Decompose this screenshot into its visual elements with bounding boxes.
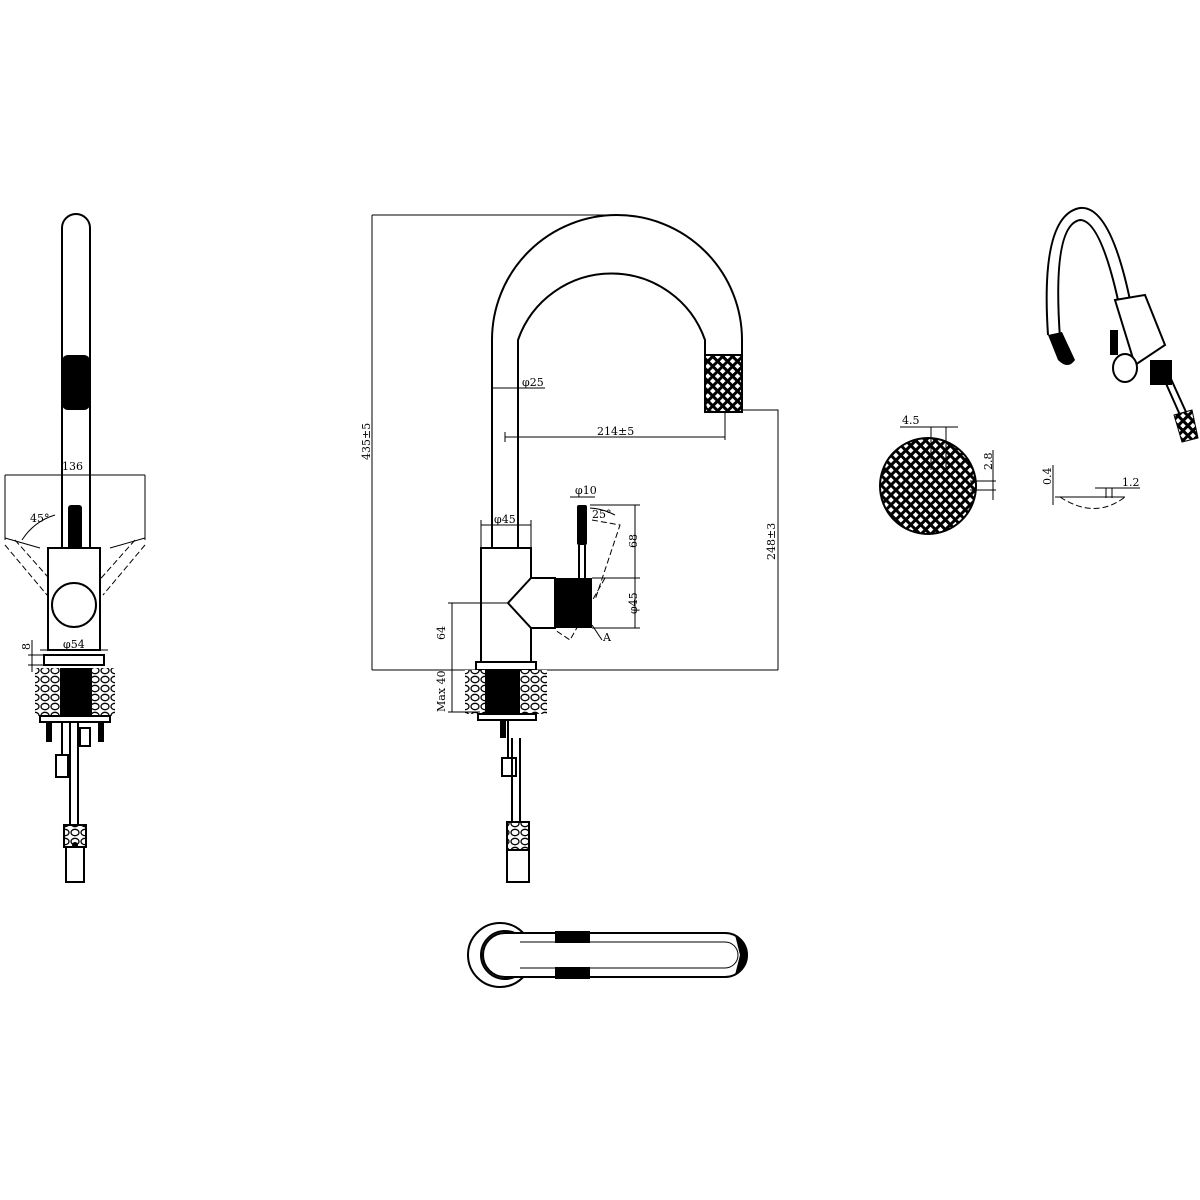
detail-a-callout: A (602, 631, 612, 644)
shank (60, 668, 92, 716)
detail-a: 4.5 2.8 0.4 1.2 (879, 414, 1140, 535)
dim-spout-dia: φ25 (522, 376, 544, 389)
dim-outlet-height: 248±3 (765, 523, 778, 560)
dim-plate: 8 (20, 643, 33, 650)
dim-height: 435±5 (360, 423, 373, 460)
handle-circle (51, 582, 97, 628)
shank (485, 670, 520, 714)
spout-front (491, 214, 743, 548)
branch (506, 577, 556, 629)
dim-max-counter: Max 40 (435, 670, 448, 712)
dim-branch-height: 64 (435, 626, 448, 640)
dim-base-dia: φ54 (63, 638, 85, 651)
dim-row: 2.8 (982, 453, 995, 471)
knurled-band (62, 355, 90, 410)
lever-side (68, 505, 82, 550)
isometric-view (1045, 206, 1199, 443)
dim-angle: 45° (30, 512, 50, 525)
dim-reach: 214±5 (597, 425, 634, 438)
dim-lever-angle: 25° (592, 508, 612, 521)
spout-side (61, 213, 91, 548)
front-view: 435±5 φ25 214±5 248±3 φ45 φ10 25° 68 φ45… (360, 214, 779, 883)
spray-head-knurl (704, 354, 743, 413)
lever (577, 505, 587, 545)
dim-groove: 1.2 (1122, 476, 1140, 489)
dim-body-dia: φ45 (494, 513, 516, 526)
knurl-detail-circle (879, 437, 977, 535)
dim-depth: 0.4 (1041, 468, 1054, 486)
top-view (467, 922, 748, 988)
handle-front (556, 578, 592, 628)
dim-pitch: 4.5 (902, 414, 920, 427)
dim-handle-dia: φ45 (627, 592, 640, 614)
dim-lever-dia: φ10 (575, 484, 597, 497)
side-view: 136 45° φ54 8 (4, 213, 146, 883)
dim-lever-height: 68 (627, 534, 640, 548)
dim-width: 136 (62, 460, 83, 473)
